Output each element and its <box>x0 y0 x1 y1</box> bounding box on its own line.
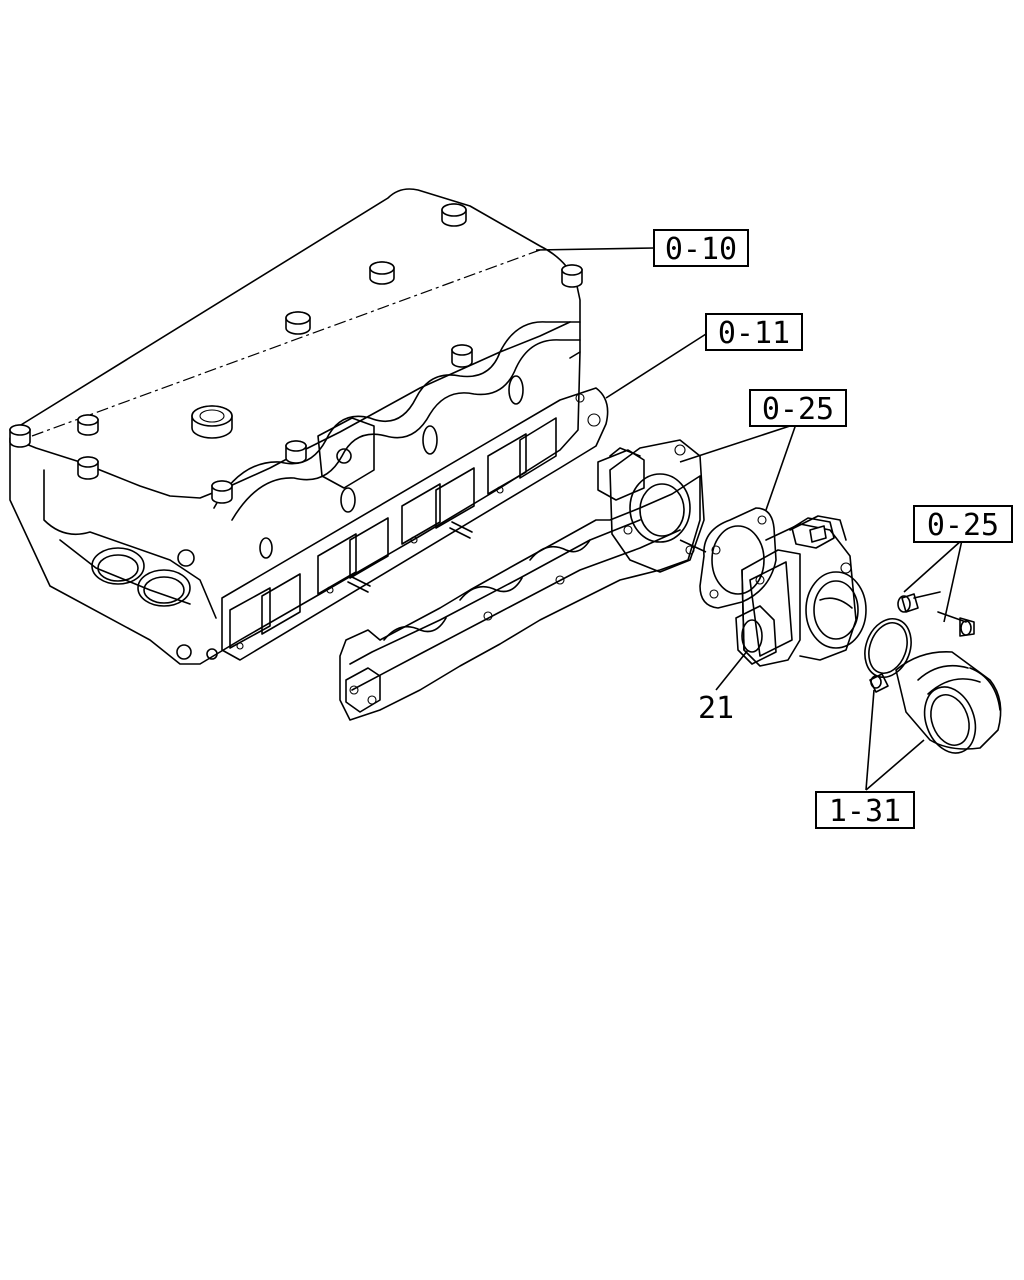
cover-nut <box>441 203 467 227</box>
cylinder-head <box>9 188 609 665</box>
callout-bolts-label: 0-25 <box>927 508 999 543</box>
bolt <box>897 591 941 613</box>
callout-hose[interactable]: 1-31 <box>815 791 915 829</box>
callout-manifold-label: 0-11 <box>718 316 790 351</box>
cover-nut <box>451 344 473 368</box>
callout-hose-label: 1-31 <box>829 794 901 829</box>
cover-nut <box>211 480 233 504</box>
cover-nut <box>285 440 307 464</box>
cover-nut <box>77 414 99 436</box>
callout-head-label: 0-10 <box>665 232 737 267</box>
callout-gasket-label: 0-25 <box>762 392 834 427</box>
callout-bolts[interactable]: 0-25 <box>913 505 1013 543</box>
leader-lines <box>535 247 963 791</box>
part-number-throttle-body[interactable]: 21 <box>698 691 734 726</box>
throttle-gasket <box>699 507 777 609</box>
cover-nut <box>369 261 395 285</box>
oil-filler-cap <box>191 405 233 439</box>
cover-nut <box>561 264 583 288</box>
callout-head[interactable]: 0-10 <box>653 229 749 267</box>
o-ring <box>864 618 912 678</box>
callout-gasket[interactable]: 0-25 <box>749 389 847 427</box>
hose-clamp-bolt <box>869 673 889 693</box>
intake-manifold <box>339 439 705 721</box>
throttle-body <box>735 515 867 667</box>
cover-nut <box>285 311 311 335</box>
air-hose <box>895 651 1002 754</box>
bolt <box>937 611 975 637</box>
cover-nut <box>9 424 31 448</box>
callout-manifold[interactable]: 0-11 <box>705 313 803 351</box>
cover-nut <box>77 456 99 480</box>
